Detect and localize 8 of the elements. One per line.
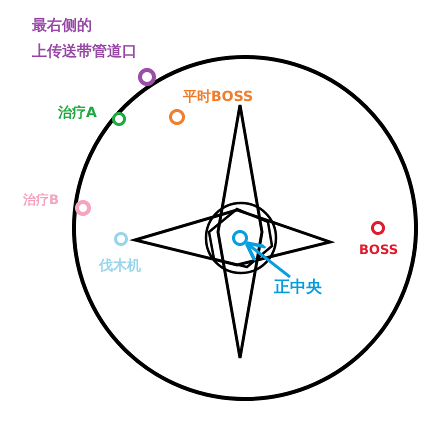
marker-label: BOSS: [359, 242, 398, 260]
center-label: 正中央: [274, 274, 322, 300]
marker-label: 治疗B: [23, 192, 59, 210]
arrow: [244, 241, 291, 278]
marker-label: 最右侧的上传送带管道口: [32, 15, 138, 62]
marker-label: 治疗A: [58, 104, 97, 123]
marker-label: 平时BOSS: [183, 88, 254, 107]
marker-label: 伐木机: [99, 257, 141, 276]
